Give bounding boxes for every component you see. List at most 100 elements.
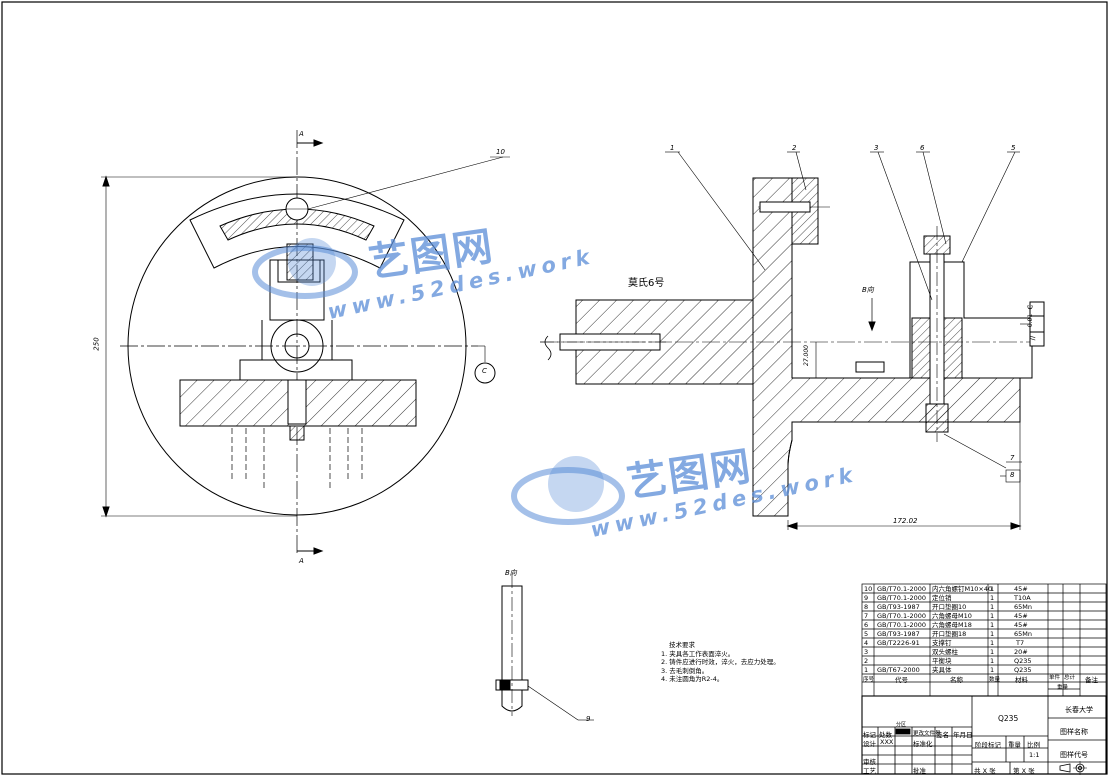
bom-code: GB/T70.1-2000 (877, 621, 927, 629)
bom-no: 7 (864, 612, 869, 620)
bom-no: 6 (864, 621, 869, 629)
watermark-logo-1 (252, 238, 358, 299)
bom-name: 支撑钉 (932, 639, 952, 647)
bom-no: 3 (864, 648, 869, 656)
bom-header-weight: 重量 (1057, 685, 1069, 691)
section-mark-a-top: A (299, 130, 304, 138)
bom-header-total: 总计 (1064, 675, 1076, 681)
bom-header-material: 材料 (1015, 676, 1028, 684)
designer-value: XXX (880, 738, 894, 746)
balloon-5: 5 (1011, 144, 1016, 152)
review-label: 审核 (863, 758, 876, 766)
balloon-6: 6 (920, 144, 925, 152)
b-view-title: B向 (505, 569, 517, 577)
bom-name: 开口垫圈18 (932, 630, 967, 638)
bom-name: 六角螺母M10 (932, 612, 972, 620)
bom-header-qty: 数量 (989, 677, 1001, 683)
balloon-10: 10 (496, 148, 505, 156)
tech-req-item: 4. 未注圆角为R2-4。 (661, 675, 724, 684)
bom-qty: 1 (990, 630, 995, 638)
bom-no: 1 (864, 666, 869, 674)
bom-name: 夹具体 (932, 666, 952, 674)
balloon-1: 1 (670, 144, 675, 152)
bom-header-code: 代号 (895, 676, 908, 684)
section-mark-a-bottom: A (299, 557, 304, 565)
bom-qty: 1 (990, 621, 995, 629)
bom-code: GB/T70.1-2000 (877, 585, 927, 593)
scale-value: 1:1 (1029, 751, 1040, 759)
bom-code: GB/T70.1-2000 (877, 612, 927, 620)
bom-no: 9 (864, 594, 869, 602)
front-view (101, 130, 510, 556)
bom-header-name: 名称 (950, 676, 963, 684)
taper-label: 莫氏6号 (628, 278, 665, 289)
technical-requirements-title: 技术要求 (669, 641, 695, 649)
bom-no: 8 (864, 603, 869, 611)
bom-qty: 1 (990, 666, 995, 674)
drawing-code: 图样代号 (1060, 751, 1088, 759)
balloon-3: 3 (874, 144, 879, 152)
sheets-total: 共 X 张 (974, 767, 996, 775)
bom-qty: 1 (990, 648, 995, 656)
balloon-8: 8 (1010, 471, 1015, 479)
sign-label: 签名 (936, 731, 949, 739)
date-label: 年月日 (953, 731, 973, 739)
dimension-27: 27.000 (803, 345, 810, 366)
bom-header-no: 序号 (863, 677, 875, 683)
bom-material: 45# (1014, 621, 1028, 629)
bom-material: Q235 (1014, 666, 1032, 674)
balloon-9: 9 (586, 715, 591, 723)
bom-code: GB/T93-1987 (877, 603, 920, 611)
bom-material: 65Mn (1014, 630, 1032, 638)
balloon-7: 7 (1010, 454, 1015, 462)
bom-no: 2 (864, 657, 869, 665)
tolerance-value: 0.01 (1027, 313, 1035, 328)
bom-no: 5 (864, 630, 869, 638)
zones-label: 处数 (879, 731, 892, 739)
revise-label: 标记 (863, 731, 876, 739)
bom-code: GB/T70.1-2000 (877, 594, 927, 602)
bom-no: 4 (864, 639, 869, 647)
bom-qty: 1 (990, 603, 995, 611)
dimension-172: 172.02 (893, 517, 918, 525)
balloon-2: 2 (792, 144, 797, 152)
bom-material: 45# (1014, 612, 1028, 620)
bom-code: GB/T67-2000 (877, 666, 920, 674)
partition-label: 分区 (896, 722, 907, 728)
watermark-logo-2 (511, 456, 625, 525)
bom-material: 65Mn (1014, 603, 1032, 611)
bom-header-remark: 备注 (1085, 676, 1098, 684)
bom-name: 定位销 (932, 594, 952, 602)
tolerance-datum: C (1026, 304, 1035, 310)
bom-name: 平衡块 (932, 657, 952, 665)
stage-label: 阶段标记 (975, 741, 1001, 749)
scale-label: 比例 (1027, 741, 1040, 749)
bom-header-unit: 单件 (1049, 675, 1061, 681)
tech-req-item: 1. 夹具各工作表面淬火。 (661, 649, 735, 658)
view-b-arrow-label: B向 (862, 286, 874, 294)
title-block (861, 695, 1107, 775)
technical-requirements: 技术要求 1. 夹具各工作表面淬火。 2. 铸件应进行时效，淬火，去应力处理。 … (661, 641, 780, 684)
b-view (495, 574, 594, 721)
section-view (540, 151, 1045, 530)
bom-material: 45# (1014, 585, 1028, 593)
school-name: 长春大学 (1065, 706, 1093, 714)
designer-label: 设计 (863, 740, 876, 748)
bom-qty: 1 (990, 612, 995, 620)
weight-label: 重量 (1008, 741, 1021, 749)
tech-req-item: 2. 铸件应进行时效，淬火，去应力处理。 (661, 658, 780, 667)
drawing-name: 图样名称 (1060, 728, 1088, 736)
tolerance-symbol: // (1028, 335, 1037, 341)
bom-material: T7 (1016, 639, 1025, 647)
bom-name: 开口垫圈10 (932, 603, 967, 611)
bom-qty: 1 (990, 594, 995, 602)
bom-material: Q235 (1014, 657, 1032, 665)
bom-qty: 1 (990, 585, 995, 593)
sheet-no: 第 X 张 (1013, 767, 1035, 775)
bom-material: T10A (1014, 594, 1031, 602)
datum-c-label: C (482, 367, 487, 375)
bom-qty: 1 (990, 639, 995, 647)
approve-label: 批准 (913, 767, 926, 775)
